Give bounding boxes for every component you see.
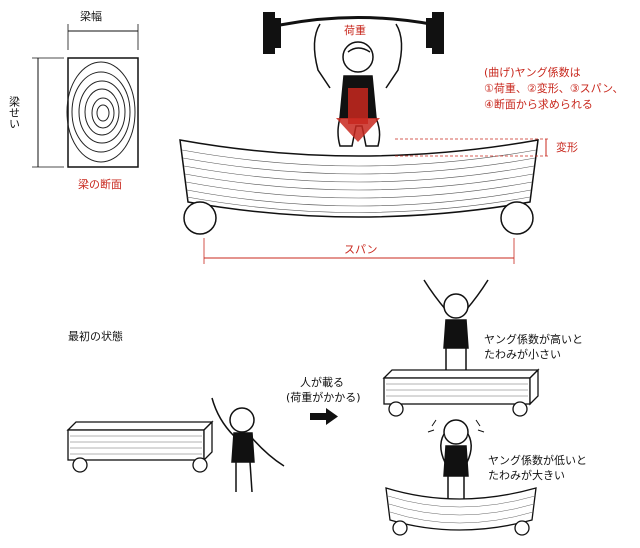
beam-cross-section: 梁幅 梁せい 梁の断面 — [8, 9, 139, 191]
load-arrow — [336, 88, 380, 142]
high-young-line-2: たわみが小さい — [484, 347, 561, 361]
person-on-line-2: (荷重がかかる) — [286, 390, 361, 404]
low-young-line-2: たわみが大きい — [488, 468, 565, 482]
young-line-3: ④断面から求められる — [484, 97, 593, 111]
initial-state-illustration: 最初の状態 — [66, 329, 285, 493]
beam-depth-label: 梁せい — [8, 95, 21, 129]
wood-grain-rings — [66, 61, 136, 163]
right-roller — [500, 201, 534, 235]
span-label: スパン — [344, 243, 378, 256]
barbell-icon — [263, 12, 444, 54]
standing-person — [211, 397, 285, 493]
transition: 人が載る (荷重がかかる) — [286, 375, 361, 425]
beam-section-label: 梁の断面 — [78, 177, 122, 191]
section-rectangle — [67, 57, 139, 168]
bent-beam — [179, 139, 539, 235]
left-roller — [183, 201, 217, 235]
young-line-1: (曲げ)ヤング係数は — [484, 65, 581, 79]
struggling-person — [427, 419, 485, 500]
load-label: 荷重 — [344, 23, 366, 37]
arms-up-person — [423, 279, 489, 370]
low-young-line-1: ヤング係数が低いと — [488, 453, 587, 467]
main-bending-illustration: 荷重 変形 スパン (曲げ)ヤング係数は ① — [179, 12, 623, 264]
deflection-label: 変形 — [556, 140, 578, 154]
beam-width-label: 梁幅 — [80, 9, 102, 23]
arrow-right-icon — [310, 408, 338, 425]
initial-state-label: 最初の状態 — [68, 329, 123, 343]
high-modulus-illustration: ヤング係数が高いと たわみが小さい — [382, 279, 583, 417]
young-line-2: ①荷重、②変形、③スパン、 — [484, 81, 623, 95]
low-modulus-illustration: ヤング係数が低いと たわみが大きい — [385, 419, 587, 536]
person-on-line-1: 人が載る — [300, 375, 344, 389]
high-young-line-1: ヤング係数が高いと — [484, 332, 583, 346]
